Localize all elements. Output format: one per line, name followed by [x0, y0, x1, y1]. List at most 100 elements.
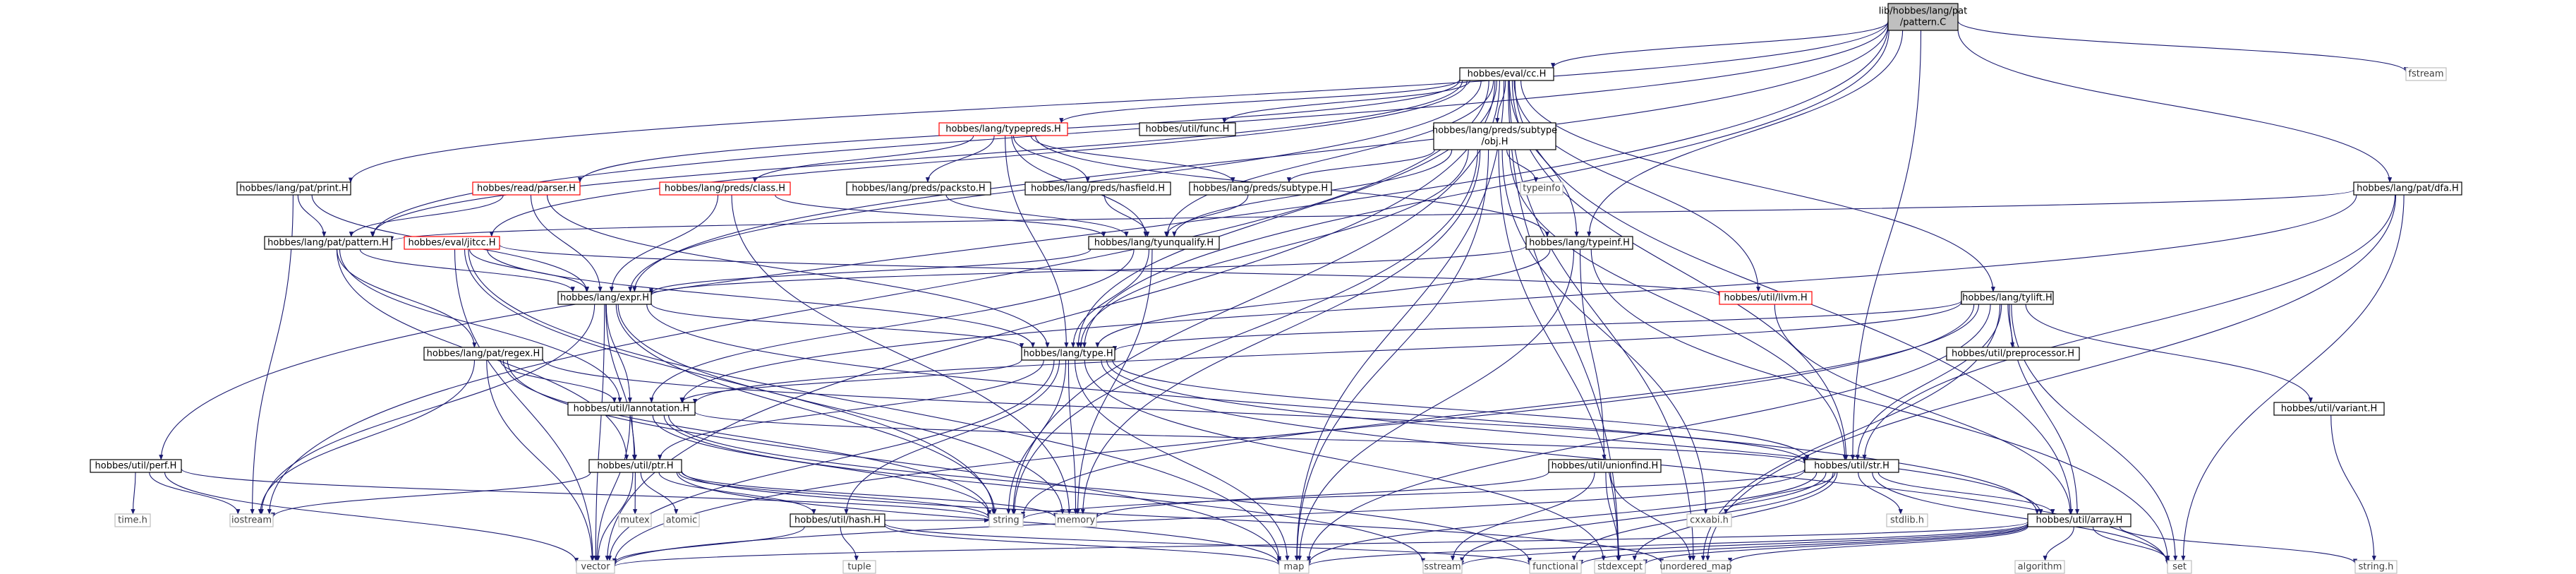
- node-utilstr[interactable]: hobbes/util/str.H: [1804, 459, 1899, 473]
- node-utilllvm-box: [1719, 291, 1813, 305]
- edge-patdfa-to-unordered_map: [1705, 194, 2397, 561]
- node-preprocessor-label-0: hobbes/util/preprocessor.H: [1952, 349, 2074, 359]
- node-patpattern[interactable]: hobbes/lang/pat/pattern.H: [264, 236, 392, 250]
- edge-patregex-to-utilstr: [542, 358, 1807, 463]
- node-utilllvm[interactable]: hobbes/util/llvm.H: [1719, 291, 1813, 305]
- edge-utilptr-to-memory: [681, 471, 1058, 519]
- edge-utilhash-to-map: [884, 525, 1281, 566]
- node-fstream-label-0: fstream: [2408, 69, 2443, 80]
- edge-evalcc-to-utilfunc: [1222, 80, 1470, 124]
- node-predsclass[interactable]: hobbes/lang/preds/class.H: [659, 181, 791, 196]
- node-packsto-label-0: hobbes/lang/preds/packsto.H: [852, 184, 985, 194]
- node-root-box: [1887, 3, 1959, 31]
- node-evaljitcc-box: [404, 236, 500, 250]
- node-predsubtype[interactable]: hobbes/lang/preds/subtype.H: [1189, 181, 1332, 196]
- node-mutex-box: [618, 513, 652, 527]
- edge-root-to-patdfa: [1957, 29, 2393, 183]
- edge-typeinf-to-langtype: [1095, 249, 1551, 348]
- edge-tylift-to-langtype: [1113, 300, 1962, 352]
- node-langexpr[interactable]: hobbes/lang/expr.H: [557, 291, 652, 305]
- edge-patregex-to-iostream: [258, 359, 476, 515]
- node-unionfind-label-0: hobbes/util/unionfind.H: [1552, 461, 1659, 472]
- node-utilarray[interactable]: hobbes/util/array.H: [2027, 513, 2131, 527]
- node-subtypeobj-label-1: /obj.H: [1481, 137, 1508, 148]
- edge-tyunqualify-to-memory: [1075, 249, 1153, 515]
- node-utilperf[interactable]: hobbes/util/perf.H: [90, 459, 182, 473]
- node-utilhash[interactable]: hobbes/util/hash.H: [790, 513, 885, 527]
- node-evaljitcc[interactable]: hobbes/eval/jitcc.H: [404, 236, 500, 250]
- node-lannotation[interactable]: hobbes/util/lannotation.H: [567, 402, 696, 416]
- node-atomic-label-0: atomic: [666, 515, 697, 526]
- edge-evalcc-to-tylift: [1520, 80, 1995, 292]
- node-packsto[interactable]: hobbes/lang/preds/packsto.H: [846, 181, 991, 196]
- node-subtypeobj-label-0: hobbes/lang/preds/subtype: [1432, 126, 1557, 136]
- node-memory: memory: [1055, 513, 1097, 527]
- edge-langexpr-to-langtype: [651, 303, 1024, 349]
- node-tuple-box: [842, 560, 876, 574]
- node-subtypeobj[interactable]: hobbes/lang/preds/subtype/obj.H: [1432, 122, 1557, 150]
- edge-utilarray-to-unordered_map: [1728, 526, 2028, 563]
- node-cxxabi: cxxabi.h: [1686, 513, 1732, 527]
- node-patdfa[interactable]: hobbes/lang/pat/dfa.H: [2353, 181, 2462, 196]
- node-hasfield[interactable]: hobbes/lang/preds/hasfield.H: [1024, 181, 1171, 196]
- node-tyunqualify-box: [1088, 236, 1220, 250]
- node-readparser[interactable]: hobbes/read/parser.H: [472, 181, 581, 196]
- node-unionfind[interactable]: hobbes/util/unionfind.H: [1548, 459, 1662, 473]
- edge-tyunqualify-to-langexpr: [649, 249, 1092, 294]
- node-packsto-box: [846, 181, 991, 196]
- node-set-label-0: set: [2172, 562, 2187, 573]
- node-set-box: [2167, 560, 2192, 574]
- edge-utilstr-to-stdexcept: [1632, 472, 1838, 561]
- node-stdlib-box: [1886, 513, 1928, 527]
- node-langtype-box: [1021, 347, 1115, 361]
- node-langtype[interactable]: hobbes/lang/type.H: [1021, 347, 1115, 361]
- node-stdlib: stdlib.h: [1886, 513, 1928, 527]
- node-tuple-label-0: tuple: [847, 562, 871, 573]
- edge-langexpr-to-utilptr: [605, 304, 636, 460]
- edge-langexpr-to-lannotation: [605, 304, 632, 403]
- node-map-box: [1278, 560, 1310, 574]
- node-utilstr-box: [1804, 459, 1899, 473]
- edge-langexpr-to-string: [615, 304, 997, 515]
- edge-packsto-to-tyunqualify: [945, 194, 1129, 237]
- edge-utilarray-to-stringh: [2119, 526, 2357, 565]
- node-vector-box: [576, 560, 615, 574]
- node-evalcc[interactable]: hobbes/eval/cc.H: [1459, 67, 1554, 81]
- node-tylift[interactable]: hobbes/lang/tylift.H: [1961, 291, 2054, 305]
- node-typeinf[interactable]: hobbes/lang/typeinf.H: [1525, 236, 1633, 250]
- node-patregex[interactable]: hobbes/lang/pat/regex.H: [423, 347, 543, 361]
- node-sstream-box: [1422, 560, 1463, 574]
- node-evalcc-label-0: hobbes/eval/cc.H: [1468, 69, 1547, 80]
- edge-langexpr-to-utilarray: [646, 304, 2040, 515]
- edge-langtype-to-lannotation: [679, 359, 1022, 403]
- node-mutex: mutex: [618, 513, 652, 527]
- edge-evalcc-to-map: [1294, 80, 1505, 561]
- edge-patregex-to-lannotation: [500, 359, 617, 403]
- edge-subtypeobj-to-langtype: [1078, 149, 1469, 348]
- edge-tylift-to-utilstr: [1855, 304, 2002, 460]
- edge-utilptr-to-unordered_map: [681, 470, 1664, 565]
- edge-tylift-to-lannotation: [693, 301, 1962, 405]
- node-variant[interactable]: hobbes/util/variant.H: [2273, 402, 2385, 416]
- edge-predsclass-to-tyunqualify: [775, 194, 1106, 237]
- node-patprint[interactable]: hobbes/lang/pat/print.H: [236, 181, 351, 196]
- node-string-label-0: string: [993, 515, 1019, 526]
- edge-utilllvm-to-utilarray: [1774, 304, 2073, 515]
- edge-utilstr-to-map: [1306, 472, 1818, 565]
- node-hasfield-label-0: hobbes/lang/preds/hasfield.H: [1031, 184, 1165, 194]
- edge-patdfa-to-utilstr: [1862, 194, 2396, 460]
- node-utilfunc[interactable]: hobbes/util/func.H: [1139, 122, 1236, 136]
- node-utilptr[interactable]: hobbes/util/ptr.H: [588, 459, 682, 473]
- node-typepreds[interactable]: hobbes/lang/typepreds.H: [938, 122, 1068, 136]
- node-root[interactable]: lib/hobbes/lang/pat/pattern.C: [1879, 3, 1967, 31]
- node-typepreds-box: [938, 122, 1068, 136]
- node-preprocessor[interactable]: hobbes/util/preprocessor.H: [1946, 347, 2080, 361]
- node-preprocessor-box: [1946, 347, 2080, 361]
- edge-patpattern-to-lannotation: [339, 249, 622, 403]
- node-algorithm: algorithm: [2014, 560, 2065, 574]
- node-utilstr-label-0: hobbes/util/str.H: [1814, 461, 1889, 472]
- node-tyunqualify[interactable]: hobbes/lang/tyunqualify.H: [1088, 236, 1220, 250]
- edge-langtype-to-map: [1074, 359, 1290, 561]
- edge-evaljitcc-to-langtype: [487, 249, 1035, 348]
